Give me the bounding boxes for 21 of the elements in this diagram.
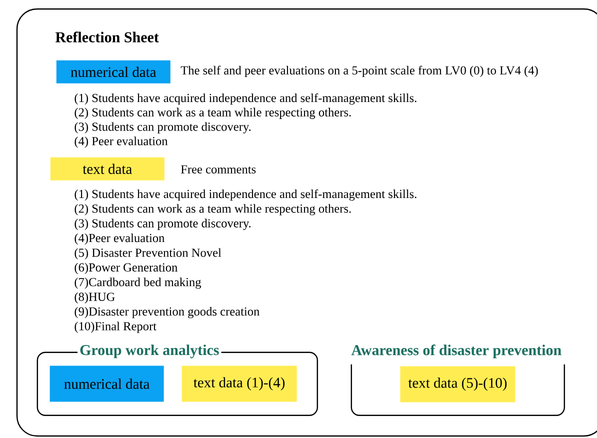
- list-item: (1) Students have acquired independence and self-management skills.: [74, 93, 416, 105]
- data-tag: text data: [50, 157, 164, 180]
- description-text: Free comments: [180, 165, 256, 174]
- data-tag: text data (5)-(10): [400, 366, 516, 402]
- list-item: (6)Power Generation: [74, 262, 178, 274]
- list-item: (8)HUG: [74, 292, 115, 304]
- list-item: (3) Students can promote discovery.: [74, 218, 251, 230]
- data-tag: numerical data: [50, 366, 164, 402]
- list-item: (5) Disaster Prevention Novel: [74, 248, 222, 260]
- list-item: (3) Students can promote discovery.: [74, 122, 251, 134]
- list-item: (2) Students can work as a team while respecting others.: [74, 108, 351, 119]
- list-item: (10)Final Report: [74, 322, 156, 333]
- list-item: (2) Students can work as a team while respecting others.: [74, 204, 351, 216]
- list-item: (4)Peer evaluation: [74, 234, 165, 245]
- data-tag: numerical data: [56, 60, 170, 84]
- list-item: (7)Cardboard bed making: [74, 278, 202, 289]
- data-tag: text data (1)-(4): [182, 366, 297, 402]
- description-text: The self and peer evaluations on a 5-point scale from LV0 (0) to LV4 (4): [180, 66, 538, 78]
- list-item: (9)Disaster prevention goods creation: [74, 307, 260, 318]
- sheet-title: Reflection Sheet: [55, 32, 159, 42]
- list-item: (1) Students have acquired independence and self-management skills.: [74, 189, 416, 201]
